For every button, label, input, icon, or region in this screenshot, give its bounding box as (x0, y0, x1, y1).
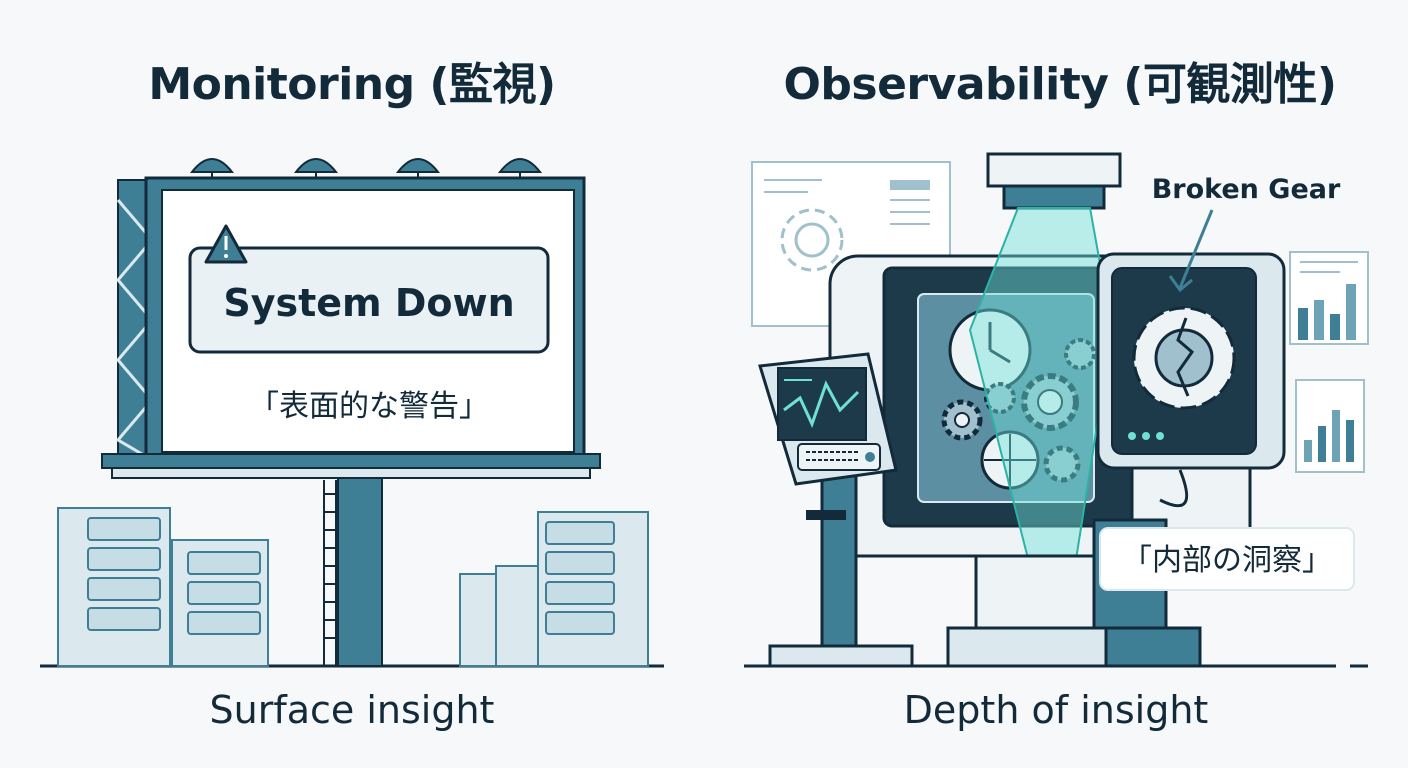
observability-title: Observability (可観測性) (783, 59, 1338, 110)
zoom-panel (1096, 252, 1286, 470)
alert-text: System Down (223, 281, 514, 325)
keyboard-icon (797, 443, 881, 471)
warning-icon (204, 224, 248, 264)
server-rack-icon (459, 511, 649, 667)
insight-label-box (1099, 527, 1355, 591)
monitor-icon (758, 352, 898, 648)
bar-chart-icon (1295, 379, 1365, 473)
observability-scene: Broken Gear 「内部の洞察」 (744, 152, 1369, 668)
monitoring-title: Monitoring (監視) (148, 59, 556, 110)
server-rack-icon (57, 507, 269, 667)
gear-icon (780, 208, 844, 272)
broken-gear-icon (1132, 306, 1236, 410)
billboard-ladder (323, 480, 337, 666)
monitoring-caption: Surface insight (209, 688, 495, 732)
billboard-base (101, 453, 601, 469)
insight-label: 「内部の洞察」 (1122, 543, 1332, 578)
billboard-post (337, 477, 383, 667)
cable (1159, 469, 1189, 508)
bar-chart-icon (1289, 251, 1369, 345)
alert-box (188, 246, 550, 354)
callout-arrow-icon (1168, 209, 1214, 293)
observability-caption: Depth of insight (903, 688, 1209, 732)
broken-gear-label: Broken Gear (1152, 174, 1341, 205)
alert-subtext: 「表面的な警告」 (249, 389, 489, 424)
monitoring-scene: System Down 「表面的な警告」 (40, 158, 664, 668)
